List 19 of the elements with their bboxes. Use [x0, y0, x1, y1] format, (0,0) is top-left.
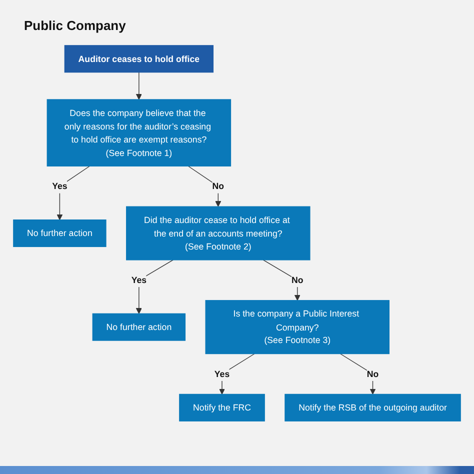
node-box: Notify the RSB of the outgoing auditor: [284, 394, 461, 422]
edge-label: No: [366, 368, 379, 379]
node-box: Notify the FRC: [179, 394, 265, 422]
node-box: Did the auditor cease to hold office at the end of an accounts meeting? (See Footnote 2): [126, 206, 310, 260]
edge-label: Yes: [131, 274, 147, 286]
edge-label: No: [291, 274, 304, 286]
arrow: [136, 72, 142, 100]
edge-label: Yes: [52, 181, 68, 192]
arrow: [56, 166, 90, 220]
edge-label: Yes: [214, 368, 230, 379]
node-box: No further action: [13, 220, 106, 248]
edge-label: No: [212, 181, 224, 192]
arrow: [219, 353, 255, 394]
node-box: Does the company believe that the only reasons for the auditor’s ceasing to hold office are exempt reasons? (See Footnote 1): [46, 99, 232, 166]
diagram-title: Public Company: [24, 18, 126, 33]
node-box: No further action: [92, 313, 186, 341]
arrow: [136, 260, 174, 314]
node-box: Is the company a Public Interest Company? (See Footnote 3): [205, 300, 390, 354]
node-box: Auditor ceases to hold office: [64, 45, 214, 73]
